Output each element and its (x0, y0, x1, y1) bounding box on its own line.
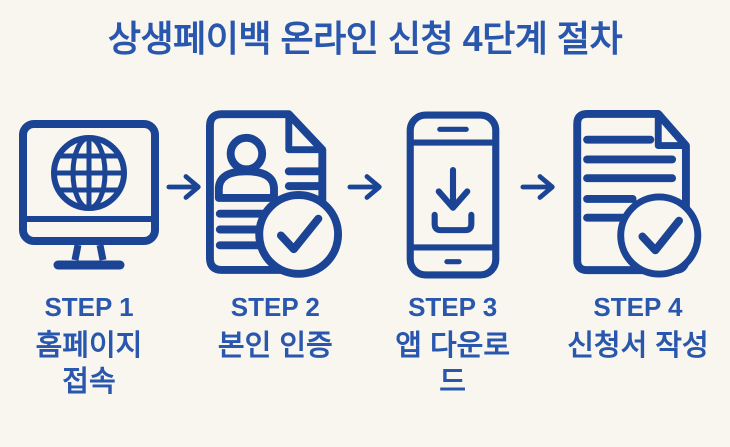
page-title: 상생페이백 온라인 신청 4단계 절차 (107, 18, 623, 59)
arrow-right-icon (346, 172, 386, 202)
phone-download-icon (406, 110, 500, 280)
step-1-caption: 홈페이지 접속 (35, 330, 143, 398)
step-2-caption: 본인 인증 (217, 330, 333, 362)
monitor-globe-icon (18, 110, 160, 280)
step-2-column: STEP 2 본인 인증 (205, 110, 345, 364)
step-1-label: STEP 1 (44, 292, 134, 322)
application-form-check-icon (571, 110, 705, 280)
steps-row: STEP 1 홈페이지 접속 (0, 110, 730, 400)
step-4-label: STEP 4 (593, 292, 683, 322)
step-4-caption: 신청서 작성 (567, 330, 709, 362)
step-4-column: STEP 4 신청서 작성 (560, 110, 716, 364)
step-1-column: STEP 1 홈페이지 접속 (14, 110, 164, 400)
step-2-label: STEP 2 (230, 292, 320, 322)
arrow-right-icon (165, 172, 205, 202)
step-3-column: STEP 3 앱 다운로드 (387, 110, 519, 400)
arrow-right-icon (519, 172, 559, 202)
step-3-label: STEP 3 (408, 292, 498, 322)
step-3-caption: 앱 다운로드 (395, 330, 511, 398)
identity-document-check-icon (206, 110, 344, 280)
